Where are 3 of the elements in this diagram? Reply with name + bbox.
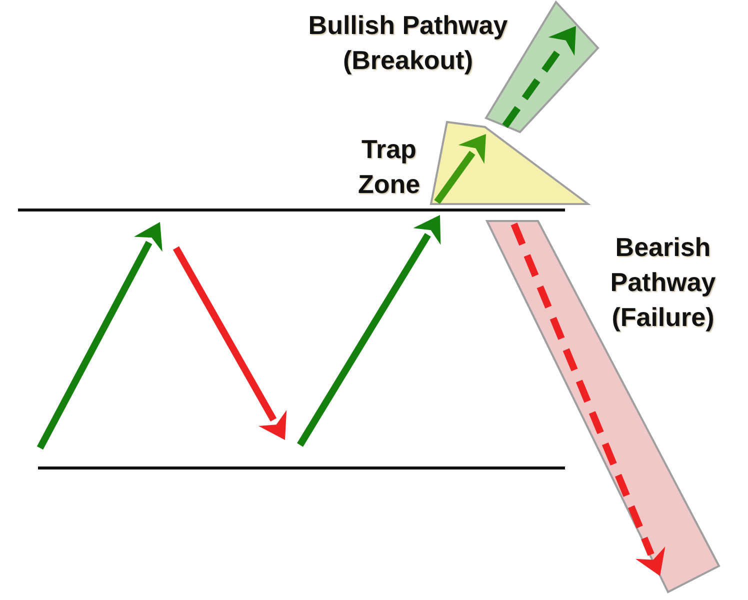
pathway-label: Bearish Pathway (Failure) [609, 231, 717, 334]
pathway-label: Trap Zone [356, 133, 422, 201]
pathway-label: Bullish Pathway (Breakout) [307, 9, 509, 77]
